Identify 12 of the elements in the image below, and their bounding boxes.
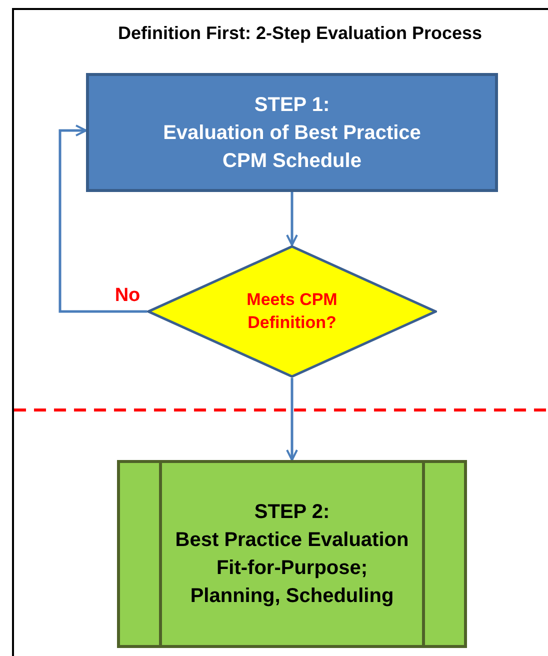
- arrow: [58, 124, 147, 313]
- step-heading: STEP 2:: [253, 500, 331, 525]
- step-text: Best Practice Evaluation: [174, 528, 410, 553]
- diagram-title: Definition First: 2-Step Evaluation Process: [116, 22, 484, 45]
- arrow: [286, 378, 298, 461]
- step-heading: STEP 1:: [253, 92, 331, 118]
- process-box: [86, 73, 498, 192]
- arrow: [286, 192, 298, 246]
- step-text: Evaluation of Best Practice CPM Schedule: [162, 120, 422, 174]
- step-text: Fit-for-Purpose; Planning, Scheduling: [189, 556, 395, 609]
- predefined-process-box: [117, 460, 467, 648]
- decision-text: Meets CPM Definition?: [246, 289, 338, 334]
